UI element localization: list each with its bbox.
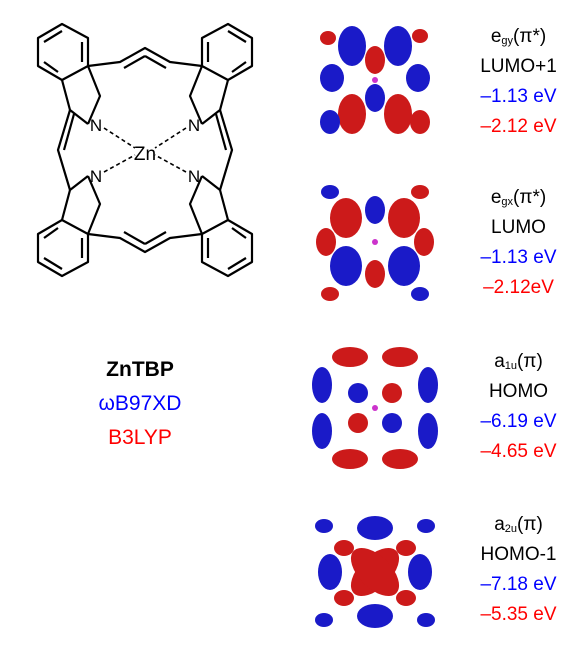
benzo-ring-bottom-left xyxy=(36,218,90,278)
n-label-bl: N xyxy=(90,167,102,186)
orbital-lobes xyxy=(316,185,434,301)
energy-method1: –6.19 eV xyxy=(480,411,557,432)
energy-method1: –1.13 eV xyxy=(480,247,557,268)
orbital-name: LUMO xyxy=(491,217,546,238)
orbital-lobes xyxy=(320,26,430,134)
orbital-image-homo-1 xyxy=(315,516,435,628)
n-label-br: N xyxy=(188,167,200,186)
symmetry-label: a1u(π) xyxy=(494,351,543,372)
orbital-lobes xyxy=(312,347,438,469)
orbital-name: HOMO xyxy=(488,381,549,402)
energy-method1: –7.18 eV xyxy=(480,574,557,595)
orbital-image-lumo-plus-1 xyxy=(320,26,430,134)
orbital-label-lumo-plus-1: egy(π*) LUMO+1 –1.13 eV –2.12 eV xyxy=(455,22,582,142)
orbital-name: HOMO-1 xyxy=(480,544,557,565)
symmetry-label: egx(π*) xyxy=(490,187,547,208)
n-label-tr: N xyxy=(188,116,200,135)
orbital-image-homo xyxy=(312,347,438,469)
orbital-name: LUMO+1 xyxy=(480,56,557,77)
benzo-ring-bottom-right xyxy=(200,218,254,278)
orbital-label-homo-1: a2u(π) HOMO-1 –7.18 eV –5.35 eV xyxy=(455,510,582,630)
symmetry-label: egy(π*) xyxy=(490,26,547,47)
orbital-lobes xyxy=(315,516,435,628)
energy-method2: –2.12 eV xyxy=(480,116,557,137)
compound-name: ZnTBP xyxy=(106,358,174,381)
n-label-tl: N xyxy=(90,116,102,135)
energy-method2: –5.35 eV xyxy=(480,604,557,625)
zntbp-structure: N N N N Zn xyxy=(36,22,254,278)
energy-method1: –1.13 eV xyxy=(480,86,557,107)
symmetry-label: a2u(π) xyxy=(494,514,543,535)
orbital-label-homo: a1u(π) HOMO –6.19 eV –4.65 eV xyxy=(455,347,582,467)
zn-label: Zn xyxy=(134,144,156,165)
orbital-label-lumo: egx(π*) LUMO –1.13 eV –2.12eV xyxy=(455,183,582,303)
method1-label: ωB97XD xyxy=(98,392,182,415)
energy-method2: –4.65 eV xyxy=(480,441,557,462)
method2-label: B3LYP xyxy=(108,426,172,449)
benzo-ring-top-left xyxy=(36,22,90,82)
energy-method2: –2.12eV xyxy=(483,277,554,298)
benzo-ring-top-right xyxy=(200,22,254,82)
orbital-image-lumo xyxy=(316,185,434,301)
